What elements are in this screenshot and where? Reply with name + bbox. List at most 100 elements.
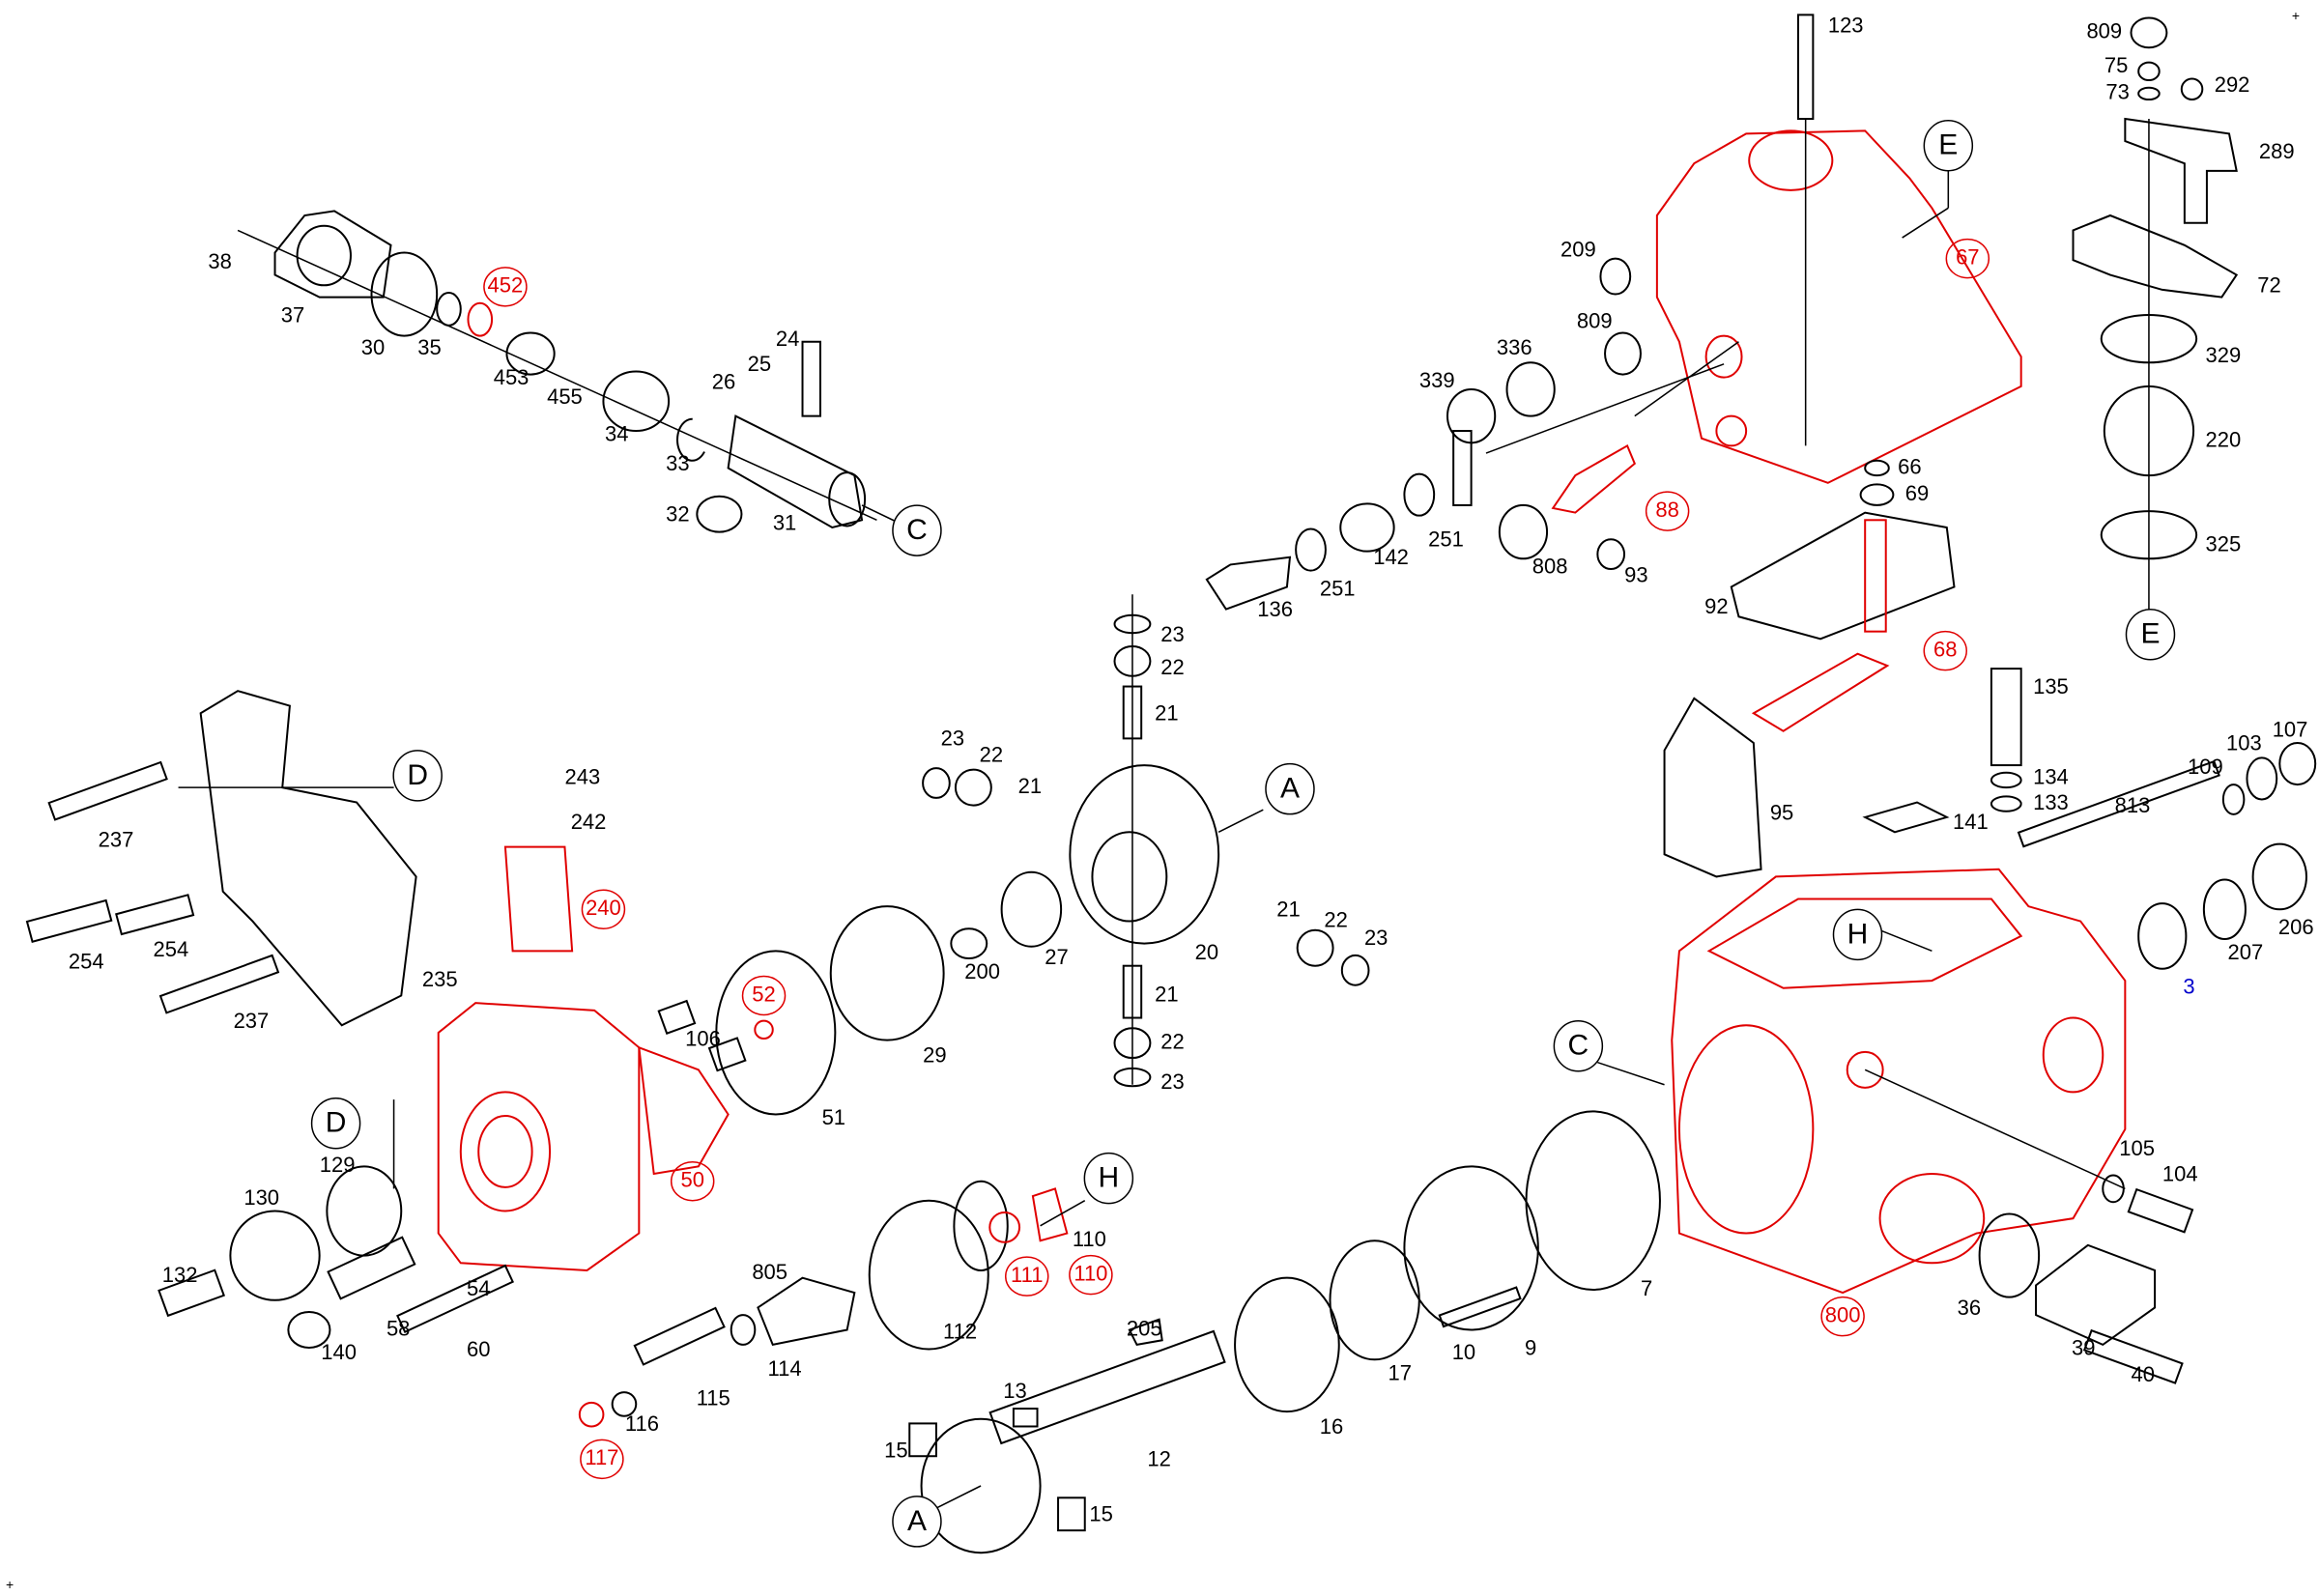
part-number-label: 237: [99, 827, 134, 851]
part-number-label: 115: [697, 1386, 730, 1411]
part-number-label: 75: [2104, 53, 2128, 77]
part-number-label: 17: [1389, 1360, 1412, 1384]
part-number-label: 58: [386, 1316, 410, 1340]
reference-letter: C: [906, 514, 928, 546]
part-number-label: 10: [1452, 1340, 1475, 1364]
callout-circle: [483, 267, 528, 307]
part-number-label: 134: [2033, 765, 2069, 789]
part-number-label: 73: [2105, 80, 2129, 104]
highlighted-part-callout: 111: [1005, 1256, 1049, 1297]
part-number-label: 140: [321, 1340, 357, 1364]
highlighted-part-callout: 67: [1945, 238, 1990, 279]
part-number-label: 23: [941, 727, 964, 751]
callout-circle: [1945, 238, 1990, 279]
part-number-label: 38: [208, 249, 231, 273]
reference-marker: C: [892, 504, 942, 556]
part-number-label: 92: [1704, 594, 1728, 618]
reference-marker: D: [310, 1097, 361, 1150]
part-number-label: 21: [1155, 982, 1178, 1006]
reference-circle: [1832, 908, 1883, 961]
part-number-label: 37: [281, 302, 304, 327]
part-number-label: 205: [1127, 1316, 1162, 1340]
part-number-label: 136: [1257, 597, 1293, 621]
highlighted-part-label: 52: [752, 982, 775, 1006]
part-number-label: 23: [1160, 1069, 1184, 1094]
part-number-label: 251: [1320, 576, 1356, 600]
part-number-label: 35: [417, 335, 441, 359]
reference-letter: E: [2140, 618, 2160, 650]
governor-cover-assembly: [237, 210, 900, 533]
callout-circle: [1069, 1254, 1113, 1296]
part-number-label: 114: [768, 1356, 802, 1381]
reference-marker: H: [1832, 908, 1883, 961]
part-number-label: 24: [776, 327, 799, 351]
part-number-label: 336: [1497, 335, 1532, 359]
part-number-label: 132: [162, 1263, 198, 1287]
part-number-label: 22: [1324, 907, 1347, 931]
reference-marker: C: [1553, 1020, 1604, 1072]
part-number-label: 26: [712, 370, 735, 394]
reference-letter: E: [1938, 129, 1958, 161]
highlighted-part-callout: 800: [1820, 1296, 1865, 1337]
part-number-label: 16: [1320, 1414, 1343, 1439]
part-number-label: 15: [1089, 1502, 1112, 1526]
reference-marker: D: [392, 750, 443, 802]
callout-circle: [581, 889, 626, 930]
part-number-label: 209: [1560, 238, 1596, 262]
part-number-label: 21: [1018, 774, 1042, 798]
part-number-label: 123: [1828, 13, 1864, 37]
part-number-label: 809: [2086, 19, 2122, 43]
reference-circle: [892, 1496, 942, 1548]
part-number-label: 116: [625, 1411, 659, 1436]
part-number-label: 22: [1160, 1029, 1184, 1053]
highlighted-part-label: 240: [586, 896, 621, 920]
highlighted-part-label: 452: [488, 273, 524, 298]
part-number-label: 103: [2226, 730, 2262, 755]
reference-letter: H: [1847, 918, 1869, 950]
part-number-label: 206: [2278, 915, 2314, 939]
callout-circle: [1645, 491, 1690, 531]
part-number-label: 130: [243, 1185, 279, 1210]
part-number-label: 242: [571, 810, 607, 834]
part-number-label: 9: [1525, 1335, 1536, 1359]
callout-circle: [1820, 1296, 1865, 1337]
callout-circle: [741, 975, 787, 1016]
reference-circle: [892, 504, 942, 556]
pump-housing: [1597, 668, 2317, 1384]
callout-circle: [580, 1439, 624, 1480]
part-number-label: 54: [467, 1276, 490, 1300]
callout-circle: [670, 1160, 715, 1202]
part-number-label: 809: [1577, 309, 1613, 333]
part-number-label: 220: [2205, 428, 2241, 452]
highlighted-part-label: 68: [1933, 637, 1957, 661]
reference-circle: [1553, 1020, 1604, 1072]
reference-circle: [392, 750, 443, 802]
corner-mark: +: [2291, 8, 2300, 23]
part-number-label: 15: [884, 1438, 907, 1462]
reference-letter: H: [1099, 1162, 1120, 1194]
callout-circle: [1923, 630, 1967, 671]
part-number-label: 40: [2132, 1362, 2155, 1386]
highlighted-part-callout: 68: [1923, 630, 1967, 671]
reference-circle: [1265, 762, 1315, 815]
highlighted-part-label: 800: [1825, 1302, 1861, 1326]
part-number-label: 254: [69, 949, 104, 973]
part-number-label: 13: [1003, 1379, 1026, 1403]
part-number-label: 29: [923, 1042, 946, 1067]
part-number-label: 20: [1195, 940, 1218, 964]
part-number-label: 251: [1428, 527, 1464, 552]
corner-mark: +: [6, 1577, 14, 1592]
part-number-label: 112: [943, 1319, 977, 1343]
reference-marker: A: [1265, 762, 1315, 815]
part-number-label: 254: [154, 937, 189, 961]
part-number-label: 292: [2215, 72, 2250, 97]
part-number-label: 325: [2205, 531, 2241, 556]
part-number-label: 453: [494, 365, 530, 389]
part-number-label: 33: [666, 451, 689, 475]
part-number-label: 22: [1160, 655, 1184, 679]
part-number-label: 207: [2228, 940, 2264, 964]
part-number-label: 235: [422, 967, 458, 991]
part-number-label: 104: [2162, 1161, 2198, 1185]
